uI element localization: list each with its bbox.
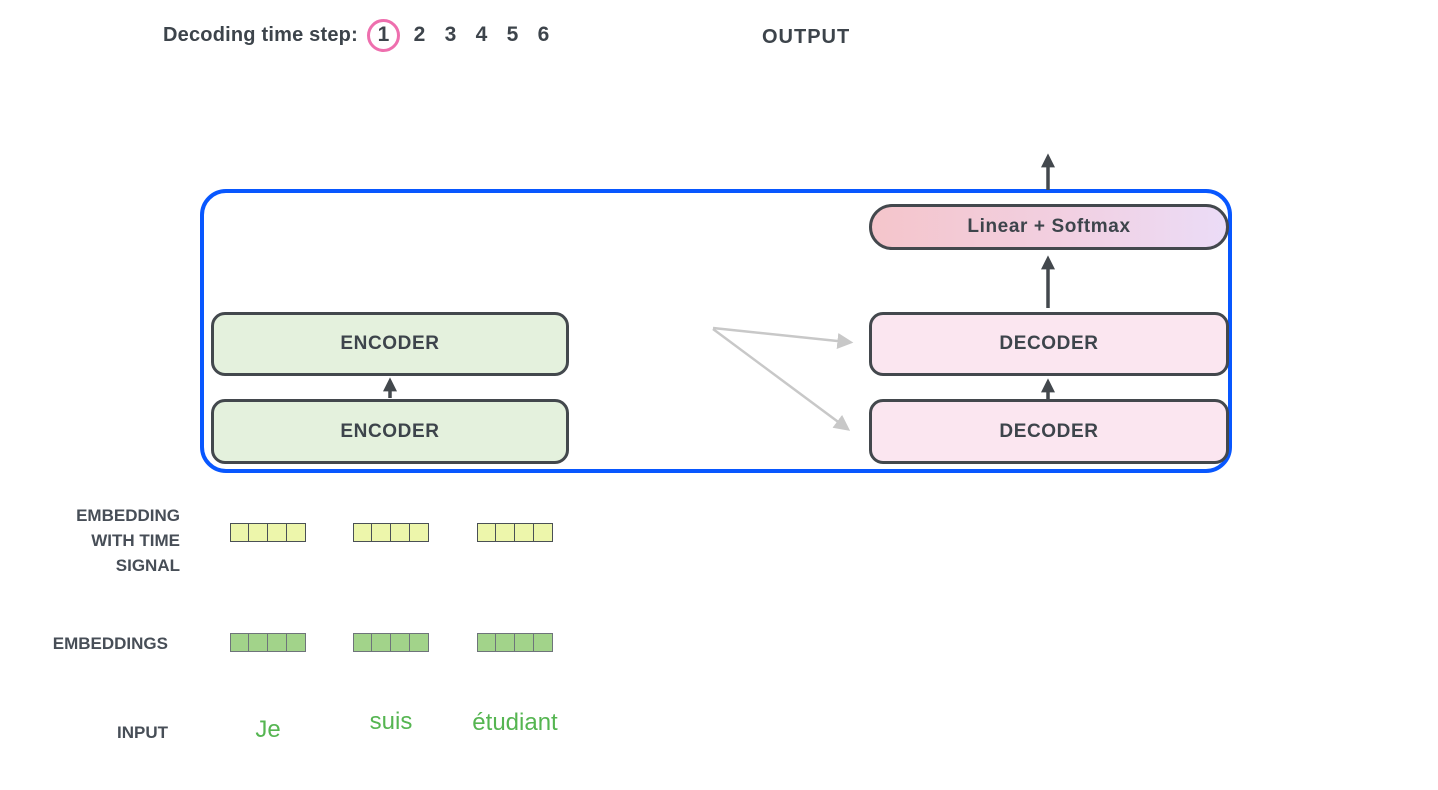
time-step-3: 3: [444, 23, 457, 46]
embeddings-label: EMBEDDINGS: [52, 634, 168, 653]
embedding-with-time-signal-label: EMBEDDING WITH TIME SIGNAL: [76, 506, 180, 575]
embedding-vector-3: [477, 633, 553, 652]
decoding-time-step-row: Decoding time step: 1 2 3 4 5 6: [163, 16, 555, 54]
output-label: OUTPUT: [762, 26, 851, 48]
embedding-vector-2: [353, 633, 429, 652]
time-step-5: 5: [506, 23, 519, 46]
decoder-block-bottom: DECODER: [869, 399, 1229, 464]
input-label: INPUT: [117, 723, 168, 742]
input-token-je: Je: [255, 716, 281, 743]
input-token-etudiant: étudiant: [472, 709, 558, 736]
time-step-1: 1: [377, 23, 390, 46]
time-signal-vector-1: [230, 523, 306, 542]
time-step-4: 4: [475, 23, 488, 46]
time-step-2: 2: [413, 23, 426, 46]
decoding-time-step-label: Decoding time step:: [163, 23, 358, 46]
input-token-suis: suis: [369, 708, 413, 735]
linear-softmax-block: Linear + Softmax: [869, 204, 1229, 250]
decoder-block-top: DECODER: [869, 312, 1229, 376]
embedding-vector-1: [230, 633, 306, 652]
time-signal-vector-3: [477, 523, 553, 542]
encoder-block-bottom: ENCODER: [211, 399, 569, 464]
time-step-6: 6: [537, 23, 550, 46]
encoder-block-top: ENCODER: [211, 312, 569, 376]
transformer-container: [200, 189, 1232, 473]
time-signal-vector-2: [353, 523, 429, 542]
time-step-list: 1 2 3 4 5 6: [366, 18, 555, 52]
time-step-1-active-circle: 1: [366, 18, 400, 52]
